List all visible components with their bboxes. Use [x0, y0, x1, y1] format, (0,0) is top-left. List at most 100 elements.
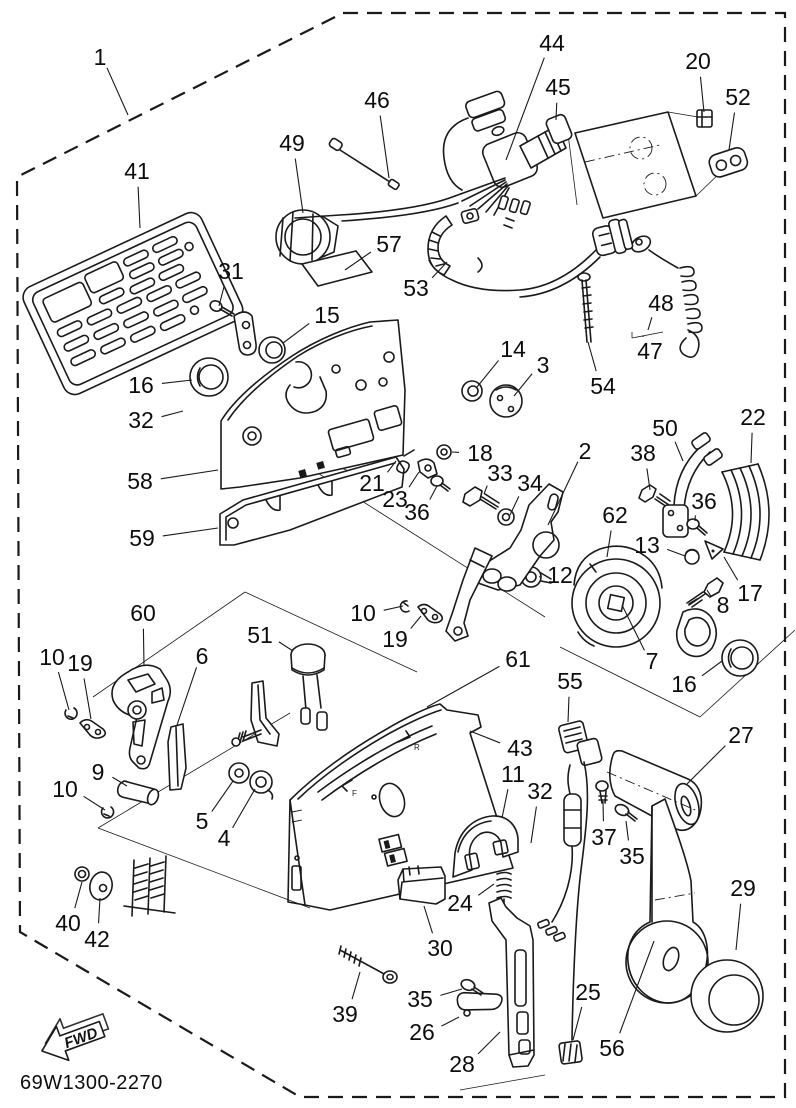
- part-label-45: 45: [545, 74, 571, 100]
- leader-line-46-3: [379, 115, 390, 179]
- part-label-48: 48: [648, 290, 674, 316]
- leader-line-5-48: [211, 780, 234, 812]
- arm-plate-2: [477, 483, 564, 592]
- part-label-19: 19: [382, 626, 408, 652]
- part-label-3: 3: [537, 352, 550, 378]
- part-label-4: 4: [218, 825, 231, 851]
- leader-line-24-58: [478, 883, 495, 896]
- mount-bracket-edge: [123, 855, 176, 917]
- leader-line-56-67: [619, 940, 655, 1034]
- part-label-9: 9: [92, 759, 105, 785]
- washer-42: [89, 871, 113, 901]
- grille-slots: [42, 235, 208, 367]
- rear-bracket: [574, 111, 726, 219]
- leader-line-26-64: [441, 1016, 460, 1027]
- part-label-62: 62: [602, 502, 628, 528]
- part-label-54: 54: [590, 373, 616, 399]
- leader-line-17-36: [723, 556, 739, 581]
- leader-line-34-26: [509, 496, 520, 516]
- leader-line-11-53: [501, 789, 509, 819]
- leader-line-44-4: [505, 57, 545, 161]
- pin-9: [116, 780, 160, 806]
- part-label-26: 26: [409, 1019, 435, 1045]
- terminal-25: [558, 1040, 583, 1065]
- leader-line-29-68: [735, 903, 742, 951]
- spring-21: [396, 449, 415, 474]
- washer-14: [461, 380, 483, 402]
- link-19-right: [417, 603, 444, 624]
- part-label-36: 36: [691, 488, 717, 514]
- cylinder-27: [606, 749, 703, 831]
- part-label-56: 56: [599, 1035, 625, 1061]
- part-label-17: 17: [737, 580, 763, 606]
- clamp-30: [397, 865, 446, 905]
- part-label-7: 7: [646, 648, 659, 674]
- leader-line-41-1: [137, 186, 141, 229]
- part-label-5: 5: [196, 808, 209, 834]
- part-label-29: 29: [730, 875, 756, 901]
- screw-31: [209, 300, 235, 317]
- part-label-22: 22: [740, 404, 766, 430]
- part-label-58: 58: [127, 468, 153, 494]
- leader-line-57-8: [344, 251, 372, 271]
- leader-line-54-18: [587, 341, 597, 372]
- leader-line-31-9: [218, 285, 225, 307]
- plug-cord: [428, 218, 634, 298]
- grommet-16-left: [189, 357, 229, 397]
- leader-line-19-40: [410, 615, 422, 629]
- part-label-11: 11: [501, 761, 525, 787]
- plate-57: [301, 250, 373, 287]
- grommet-4: [249, 770, 274, 800]
- leader-line-14-16: [476, 360, 499, 388]
- part-label-6: 6: [196, 643, 209, 669]
- link-19-left: [79, 718, 107, 739]
- part-label-28: 28: [449, 1051, 475, 1077]
- part-label-34: 34: [517, 470, 543, 496]
- screw-35-bottom: [460, 978, 484, 996]
- leader-line-1-0: [106, 67, 129, 116]
- leaf-springs-22: [721, 463, 770, 561]
- leader-line-28-65: [477, 1031, 501, 1055]
- part-label-55: 55: [557, 668, 583, 694]
- grommet-16-right: [721, 639, 759, 677]
- part-label-15: 15: [314, 302, 340, 328]
- part-label-30: 30: [427, 935, 453, 961]
- leader-line-40-60: [74, 881, 83, 909]
- assembly-border: [15, 11, 787, 1099]
- screw-54: [577, 272, 594, 343]
- leader-line-2-27: [547, 461, 579, 526]
- ring-nut: [275, 209, 339, 265]
- part-label-35: 35: [407, 986, 433, 1012]
- part-label-32: 32: [128, 407, 154, 433]
- part-label-39: 39: [332, 1001, 358, 1027]
- clip-23: [417, 458, 438, 479]
- wedge-17: [704, 540, 724, 560]
- leader-line-62-32: [606, 530, 612, 558]
- leader-line-25-66: [572, 1006, 583, 1041]
- cable-50: [662, 432, 723, 538]
- part-label-14: 14: [500, 336, 526, 362]
- part-label-27: 27: [728, 722, 754, 748]
- e-clip-10-bottom: [100, 806, 115, 819]
- leader-line-6-45: [176, 667, 198, 726]
- retainer-3: [489, 384, 523, 418]
- gasket-7: [675, 608, 718, 658]
- leader-line-10-47: [83, 795, 106, 811]
- callout-labels: 1414946444520525731531516325859143544847…: [39, 30, 766, 1077]
- part-label-12: 12: [547, 562, 573, 588]
- knob-51: [290, 643, 328, 731]
- leader-line-50-29: [674, 441, 684, 462]
- decal-f: F: [352, 789, 357, 798]
- leader-line-59-15: [162, 527, 219, 537]
- part-label-53: 53: [403, 275, 429, 301]
- screw-36-right: [686, 518, 708, 536]
- link-26: [456, 991, 503, 1017]
- washer-34: [497, 508, 515, 526]
- drum-62: [571, 545, 663, 648]
- terminal-52: [708, 146, 749, 178]
- part-label-33: 33: [487, 460, 513, 486]
- leader-line-16-38: [701, 660, 723, 677]
- leader-line-16-12: [161, 379, 193, 385]
- clip-20: [696, 109, 713, 128]
